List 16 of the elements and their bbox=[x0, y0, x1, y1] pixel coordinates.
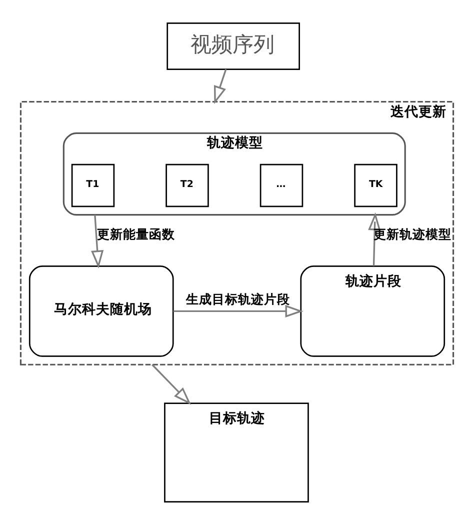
node-box: 轨迹片段 bbox=[300, 264, 446, 356]
arrow bbox=[91, 214, 104, 268]
edge-label: 生成目标轨迹片段 bbox=[186, 290, 290, 306]
arrow bbox=[173, 304, 304, 318]
node-box: T1 bbox=[71, 163, 115, 207]
edge-label: 更新能量函数 bbox=[97, 226, 176, 242]
arrow bbox=[214, 68, 227, 104]
arrow bbox=[152, 364, 192, 404]
edge-label: 更新轨迹模型 bbox=[374, 226, 452, 242]
node-box: … bbox=[260, 163, 304, 207]
node-box: 视频序列 bbox=[166, 22, 300, 70]
node-box: 目标轨迹 bbox=[164, 402, 309, 502]
arrow bbox=[368, 212, 381, 266]
node-box: TK bbox=[354, 163, 398, 207]
node-box: 马尔科夫随机场 bbox=[28, 264, 174, 356]
node-box: T2 bbox=[166, 163, 209, 207]
